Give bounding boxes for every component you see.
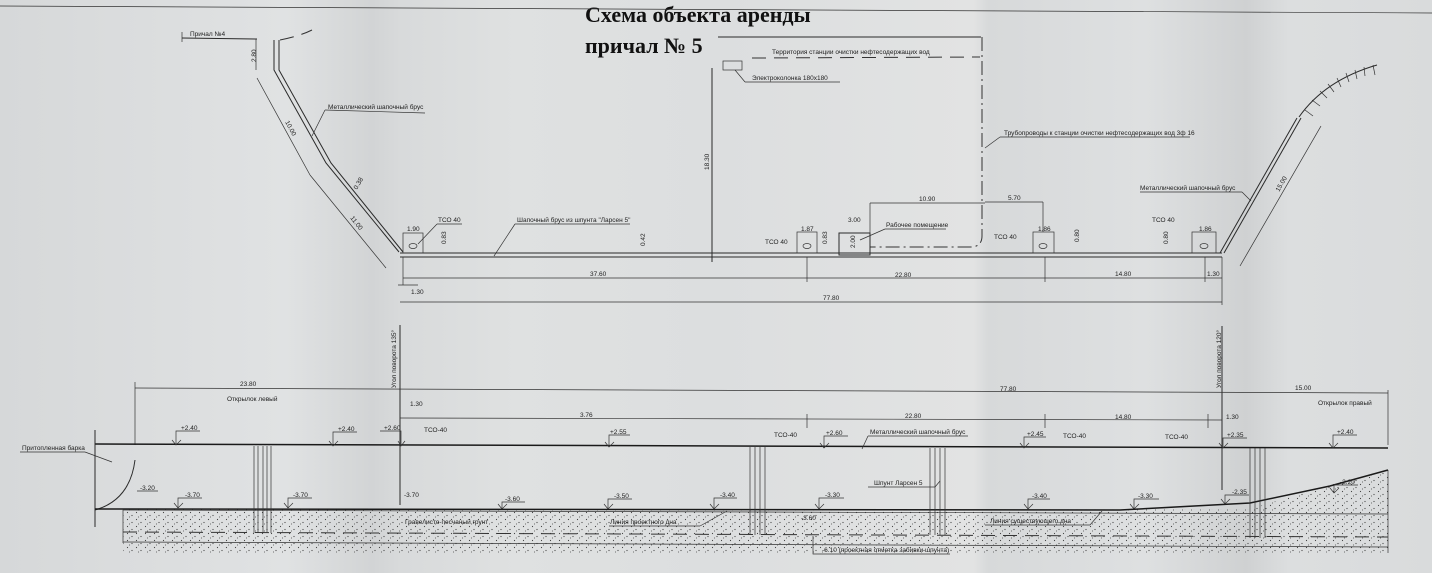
dim-15-00: 15.00 (1275, 175, 1289, 193)
dim-2-00: 2.00 (850, 235, 857, 248)
work-room-label: Рабочее помещение (886, 221, 949, 229)
dim-1-86: 1.86 (1038, 226, 1051, 233)
dim-15-00: 15.00 (1295, 385, 1312, 392)
dim-1-86: 1.86 (1199, 226, 1212, 233)
dim-10-90: 10.90 (919, 196, 936, 203)
electro-column (722, 60, 743, 71)
dim-22-80: 22.80 (905, 413, 922, 420)
elevation-bottom: -3.60 (801, 515, 816, 522)
tco-label: ТСО 40 (765, 239, 788, 246)
toilet-icon (408, 243, 418, 249)
dim-14-80: 14.80 (1115, 271, 1132, 278)
dim-77-80: 77.80 (1000, 386, 1017, 393)
dim-11-00: 11.00 (348, 215, 363, 232)
pile-mark-label: -6.10 (проектная отметка забивки шпунта) (822, 546, 949, 554)
tco-label: ТСО-40 (774, 432, 797, 439)
soil-label: Гравелисто-песчаный грунт (405, 518, 488, 526)
electro-label: Электроколонка 180x180 (752, 75, 828, 82)
dim-1-30: 1.30 (410, 401, 423, 408)
title-line-1: Схема объекта аренды (585, 2, 811, 27)
tco-label: ТСО 40 (1152, 217, 1175, 224)
angle-right-label: Угол поворота 120° (1215, 329, 1223, 388)
elevation-top: +2.40 (338, 426, 355, 433)
toilet-icon (802, 243, 812, 249)
tco-label: ТСО 40 (438, 217, 461, 224)
elevation-bottom: -3.60 (505, 496, 520, 503)
elevation-top: +2.45 (1027, 431, 1044, 438)
elevation-top: +2.40 (1337, 429, 1354, 436)
dim-3-00: 3.00 (848, 217, 861, 224)
pipelines-label: Трубопроводы к станции очистки нефтесоде… (1004, 129, 1195, 137)
tco-label: ТСО 40 (994, 234, 1017, 241)
dim-1-30: 1.30 (1207, 271, 1220, 278)
dim-1-30: 1.30 (1226, 414, 1239, 421)
dim-1-30: 1.30 (411, 289, 424, 296)
bottom-elevation-marks: -3.20 -3.70 -3.70 -3.70 -3.60 -3.50 -3.4… (137, 479, 1358, 522)
territory-label: Территория станции очистки нефтесодержащ… (772, 49, 930, 56)
wing-right-label: Открылок правый (1318, 399, 1372, 407)
elevation-bottom: -2.35 (1232, 489, 1247, 496)
dim-0-80: 0.80 (1163, 231, 1170, 244)
elevation-bottom: -3.20 (140, 485, 155, 492)
barge-label: Притопленная барка (22, 444, 85, 452)
frame-line (0, 5, 1432, 14)
dim-0-38: 0.38 (353, 176, 366, 191)
elevation-top: +2.60 (384, 425, 401, 432)
angle-left-label: Угол поворота 135° (390, 329, 398, 388)
dim-18-30: 18.30 (704, 153, 711, 170)
dim-1-87: 1.87 (801, 226, 814, 233)
dim-37-60: 37.60 (590, 271, 607, 278)
dim-0-80: 0.80 (1074, 229, 1081, 242)
elevation-top: +2.35 (1227, 432, 1244, 439)
elevation-top: +2.40 (181, 425, 198, 432)
soil-layer (123, 470, 1388, 553)
dim-0-42: 0.42 (640, 233, 647, 246)
title-line-2: причал № 5 (585, 33, 703, 58)
elevation-bottom: -3.30 (1138, 493, 1153, 500)
tco-label: ТСО-40 (1165, 434, 1188, 441)
dim-5-70: 5.70 (1008, 195, 1021, 202)
design-bottom-label: Линия проектного дна (610, 519, 677, 526)
metal-cap-left-label: Металлический шапочный брус (328, 103, 424, 111)
tco-label: ТСО-40 (424, 427, 447, 434)
elevation-bottom: -3.50 (614, 493, 629, 500)
elevation-top: +2.60 (826, 430, 843, 437)
elevation-bottom: -3.40 (720, 492, 735, 499)
dim-77-80: 77.80 (823, 295, 840, 302)
dim-3-76: 3.76 (580, 412, 593, 419)
toilet-icon (1038, 243, 1048, 249)
elevation-bottom: -3.30 (825, 492, 840, 499)
larsen-cap-label: Шапочный брус из шпунта "Ларсен 5" (517, 216, 631, 224)
work-room (838, 232, 871, 256)
metal-cap-label: Металлический шапочный брус (870, 428, 966, 436)
plan-view: Причал №4 2.80 10.00 11.00 0.38 Металлич… (181, 29, 1378, 305)
elevation-bottom: -3.70 (185, 492, 200, 499)
larsen-pile-label: Шпунт Ларсен 5 (874, 480, 923, 487)
elevation-top: +2.55 (610, 429, 627, 436)
dim-0-83: 0.83 (822, 231, 829, 244)
sheet-pile-group (253, 446, 1266, 538)
dim-14-80: 14.80 (1115, 414, 1132, 421)
existing-bottom-label: Линия существующего дна (990, 518, 1071, 525)
toilet-icon (1199, 243, 1209, 249)
dim-23-80: 23.80 (240, 381, 257, 388)
wing-left-label: Открылок левый (227, 395, 278, 403)
elevation-bottom: -3.70 (404, 492, 419, 499)
elevation-bottom: -2.20 (1340, 479, 1355, 486)
section-view: Угол поворота 135° Угол поворота 120° 23… (20, 325, 1389, 555)
elevation-bottom: -3.40 (1032, 493, 1047, 500)
dim-22-80: 22.80 (895, 272, 912, 279)
dim-1-90: 1.90 (407, 226, 420, 233)
dim-2-80: 2.80 (251, 49, 258, 62)
tco-label: ТСО-40 (1063, 433, 1086, 440)
dim-0-83: 0.83 (441, 231, 448, 244)
top-elevation-marks: +2.40 +2.40 +2.60 ТСО-40 +2.55 ТСО-40 +2… (171, 425, 1357, 450)
elevation-bottom: -3.70 (293, 492, 308, 499)
dim-10-00: 10.00 (283, 120, 297, 138)
berth-4-label: Причал №4 (190, 31, 225, 38)
metal-cap-right-label: Металлический шапочный брус (1140, 184, 1236, 192)
